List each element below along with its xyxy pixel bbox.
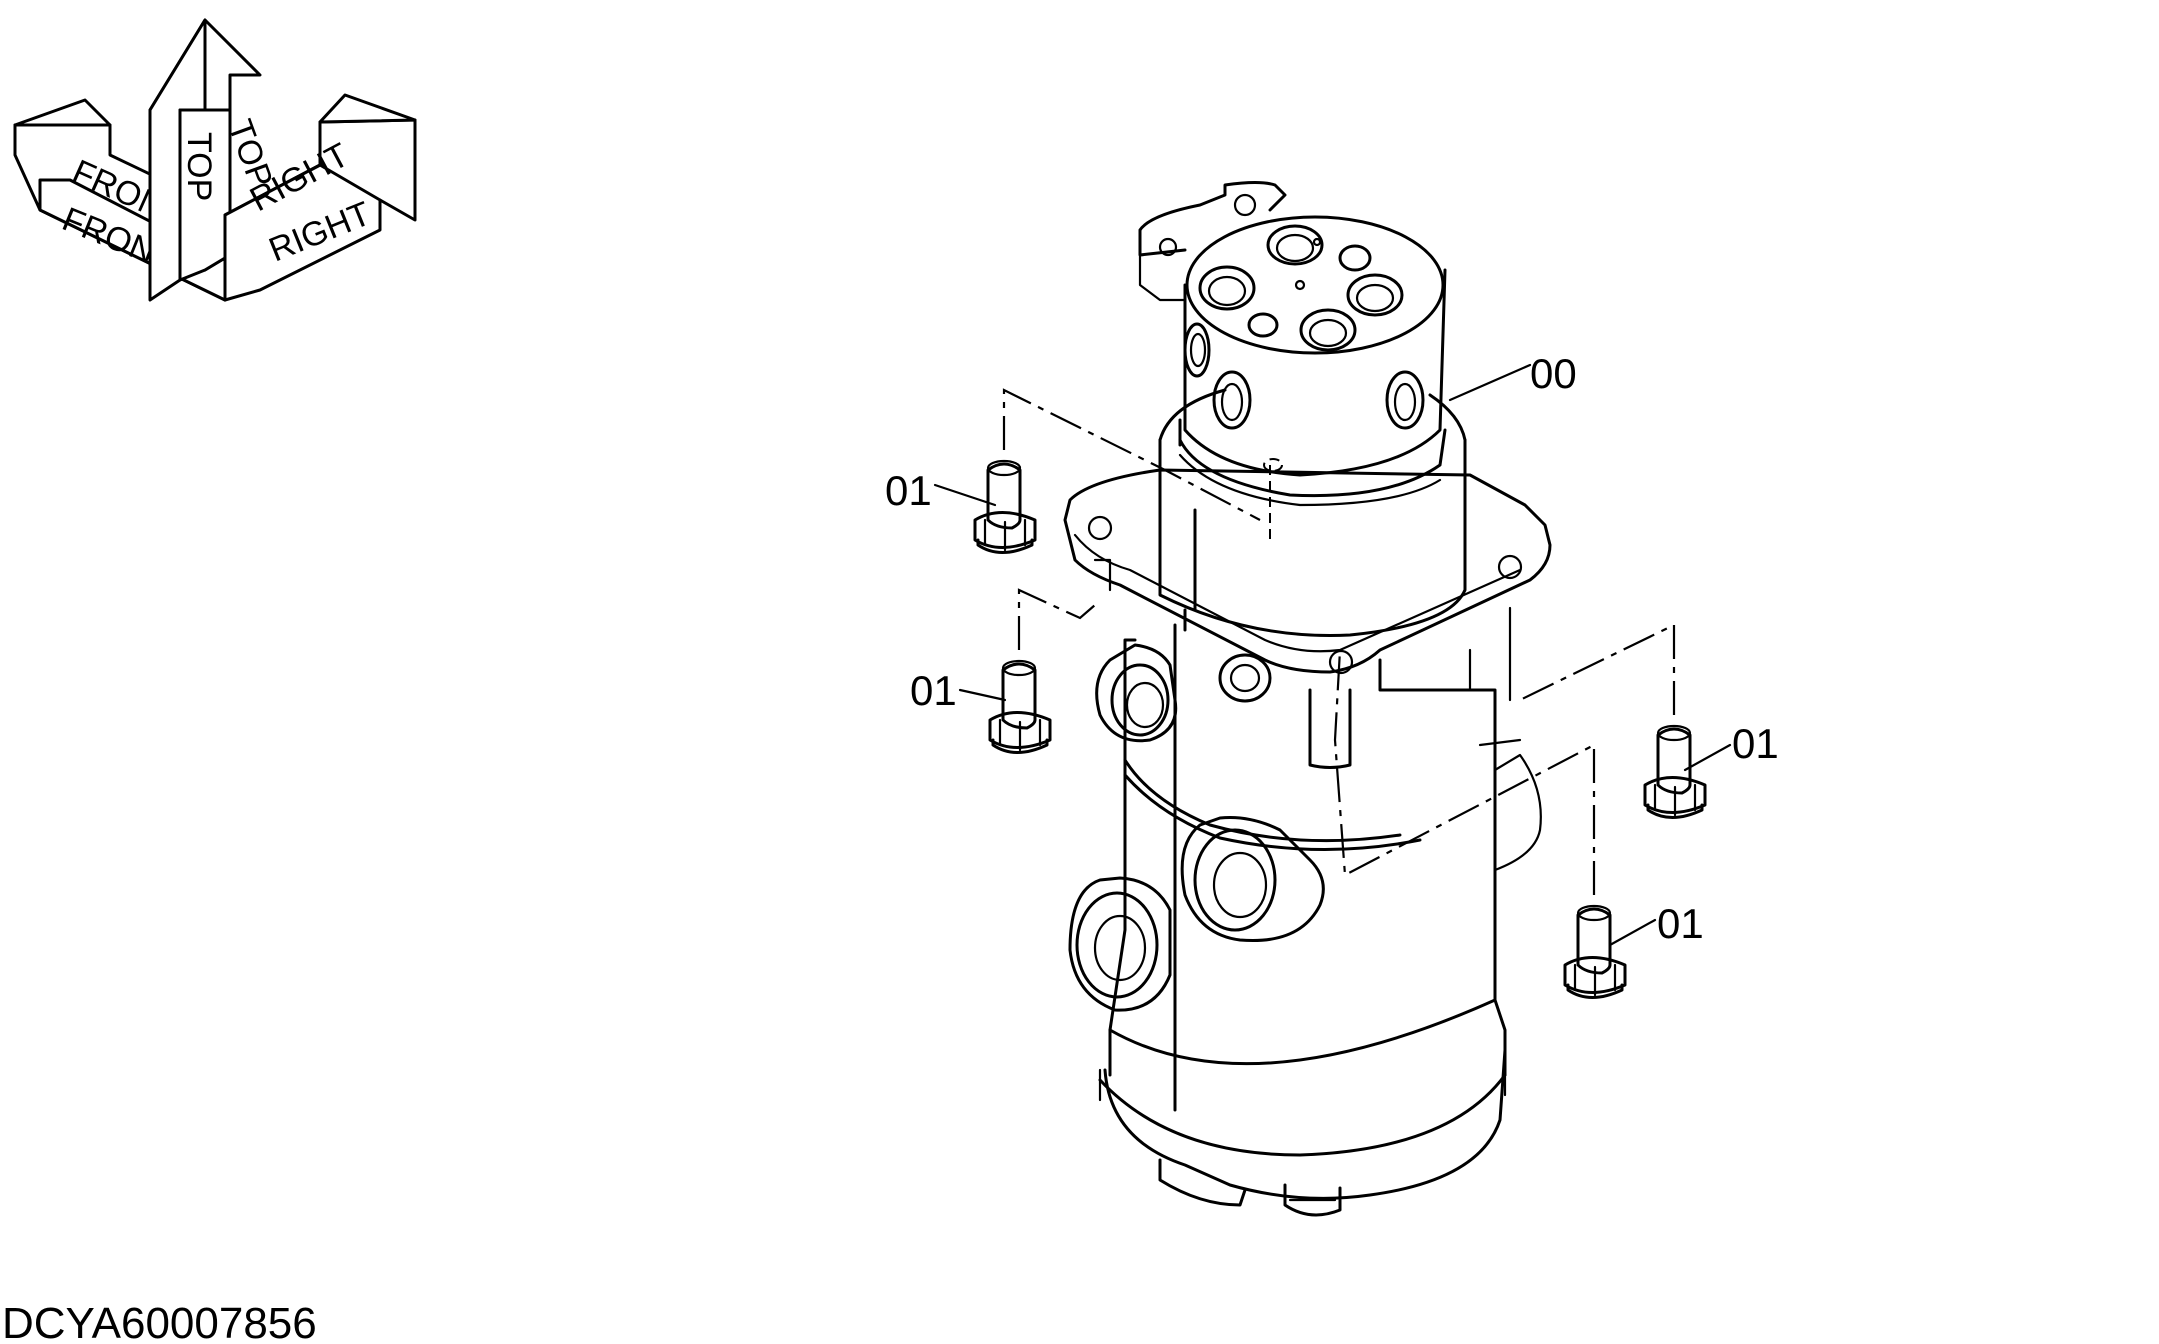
upper-collar [1158,438,1467,637]
drawing-code: DCYA60007856 [2,1299,317,1344]
lower-body [1108,638,1137,1077]
flange-bolt-hole [1087,515,1113,541]
bolt-lower-right [1563,904,1627,999]
top-port-small [1338,244,1372,272]
top-label: TOP [180,132,218,201]
top-port-small [1247,312,1279,338]
port-boss-middle [1180,816,1325,943]
bolt-upper-right [1643,724,1707,819]
rotor-side-port [1212,370,1252,430]
top-port [1346,273,1404,317]
rotor-head [1183,268,1447,477]
alignment-lines [1002,388,1676,895]
top-port [1266,224,1324,266]
callout-bolt-lower-right: 01 [1657,900,1704,947]
orientation-indicator: FRONT FRONT TOP TOP RIGHT RIGHT [13,18,417,302]
callout-bolt-upper-left: 01 [885,467,932,514]
right-arrow-icon: RIGHT RIGHT [223,93,417,302]
rotor-top-face [1185,215,1445,355]
top-arrow-icon: TOP TOP [148,18,280,302]
leader-lines [933,363,1732,947]
bolt-upper-left [973,459,1037,554]
callout-assembly: 00 [1530,350,1577,397]
bolt-lower-left [988,659,1052,754]
flange-bolt-hole [1497,554,1523,580]
seal-ring [1178,428,1447,498]
rotor-side-port [1385,370,1425,430]
drain-plug [1283,1183,1342,1217]
top-port [1299,308,1357,352]
flange-port [1218,653,1272,703]
top-bracket [1138,181,1287,257]
top-port [1198,265,1256,311]
mounting-flange [1063,468,1552,674]
callout-bolt-lower-left: 01 [910,667,957,714]
port-boss-lower [1068,876,1172,1012]
port-boss-upper [1095,643,1178,743]
flange-bolt-hole [1328,649,1354,675]
rotor-side-port [1183,322,1211,378]
center-joint-assembly [1063,181,1552,1217]
callout-bolt-upper-right: 01 [1732,720,1779,767]
bottom-cap [1103,1048,1507,1200]
